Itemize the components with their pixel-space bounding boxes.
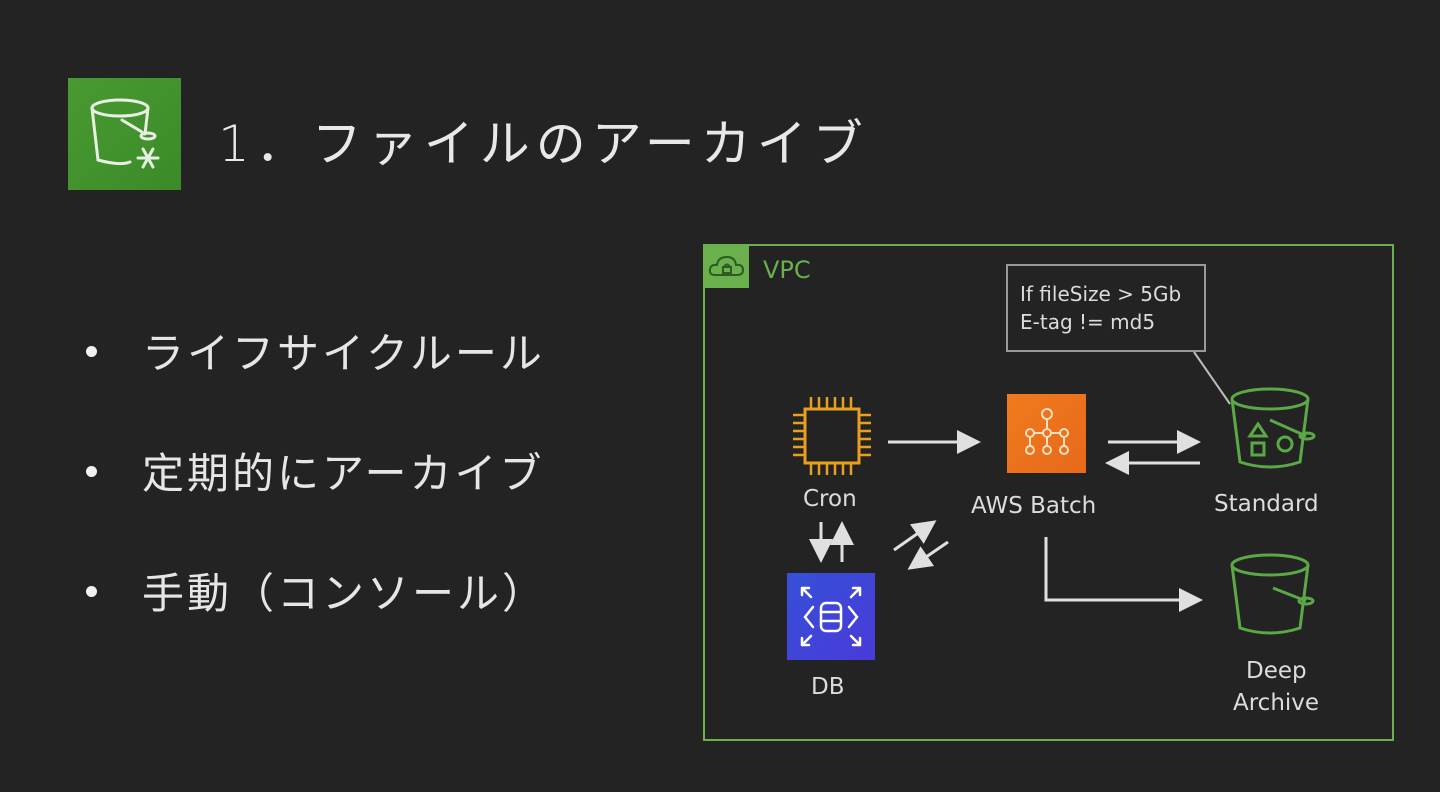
s3-bucket-icon (1230, 553, 1315, 635)
callout-line (1193, 351, 1231, 405)
batch-graph-icon (1025, 408, 1069, 455)
arrow-batch-to-deep-archive (1044, 537, 1203, 612)
condition-note: If fileSize > 5Gb E-tag != md5 (1006, 264, 1206, 352)
slide-title: 1．ファイルのアーカイブ (218, 115, 869, 173)
batch-label: AWS Batch (971, 493, 1097, 519)
bullet-text: ライフサイクルール (142, 329, 545, 378)
condition-line: If fileSize > 5Gb (1020, 282, 1182, 306)
aws-batch-icon (1007, 394, 1086, 473)
deep-archive-label-line1: Deep (1246, 658, 1307, 684)
deep-archive-label-line2: Archive (1233, 690, 1320, 716)
bullet-text: 定期的にアーカイブ (142, 449, 545, 498)
db-cylinder-icon (800, 586, 862, 647)
bullet-dot (86, 346, 97, 357)
condition-line: E-tag != md5 (1020, 310, 1156, 334)
s3-standard-bucket-icon (1230, 387, 1316, 469)
arrow-batch-to-db (907, 540, 949, 570)
bucket-snowflake-icon (90, 98, 160, 169)
db-label: DB (811, 674, 845, 700)
arrow-db-to-batch (893, 520, 937, 552)
bullet-dot (86, 466, 97, 477)
bullet-dot (86, 586, 97, 597)
vpc-label: VPC (763, 256, 811, 284)
bullet-text: 手動（コンソール） (142, 569, 548, 618)
vpc-cloud-lock-icon (708, 255, 745, 276)
vpc-badge (705, 246, 749, 288)
standard-label: Standard (1214, 491, 1319, 517)
cron-label: Cron (803, 486, 857, 512)
s3-glacier-icon (68, 78, 181, 190)
database-icon (787, 573, 875, 660)
vpc-container: VPC (703, 244, 1394, 741)
ec2-chip-icon (793, 397, 871, 475)
